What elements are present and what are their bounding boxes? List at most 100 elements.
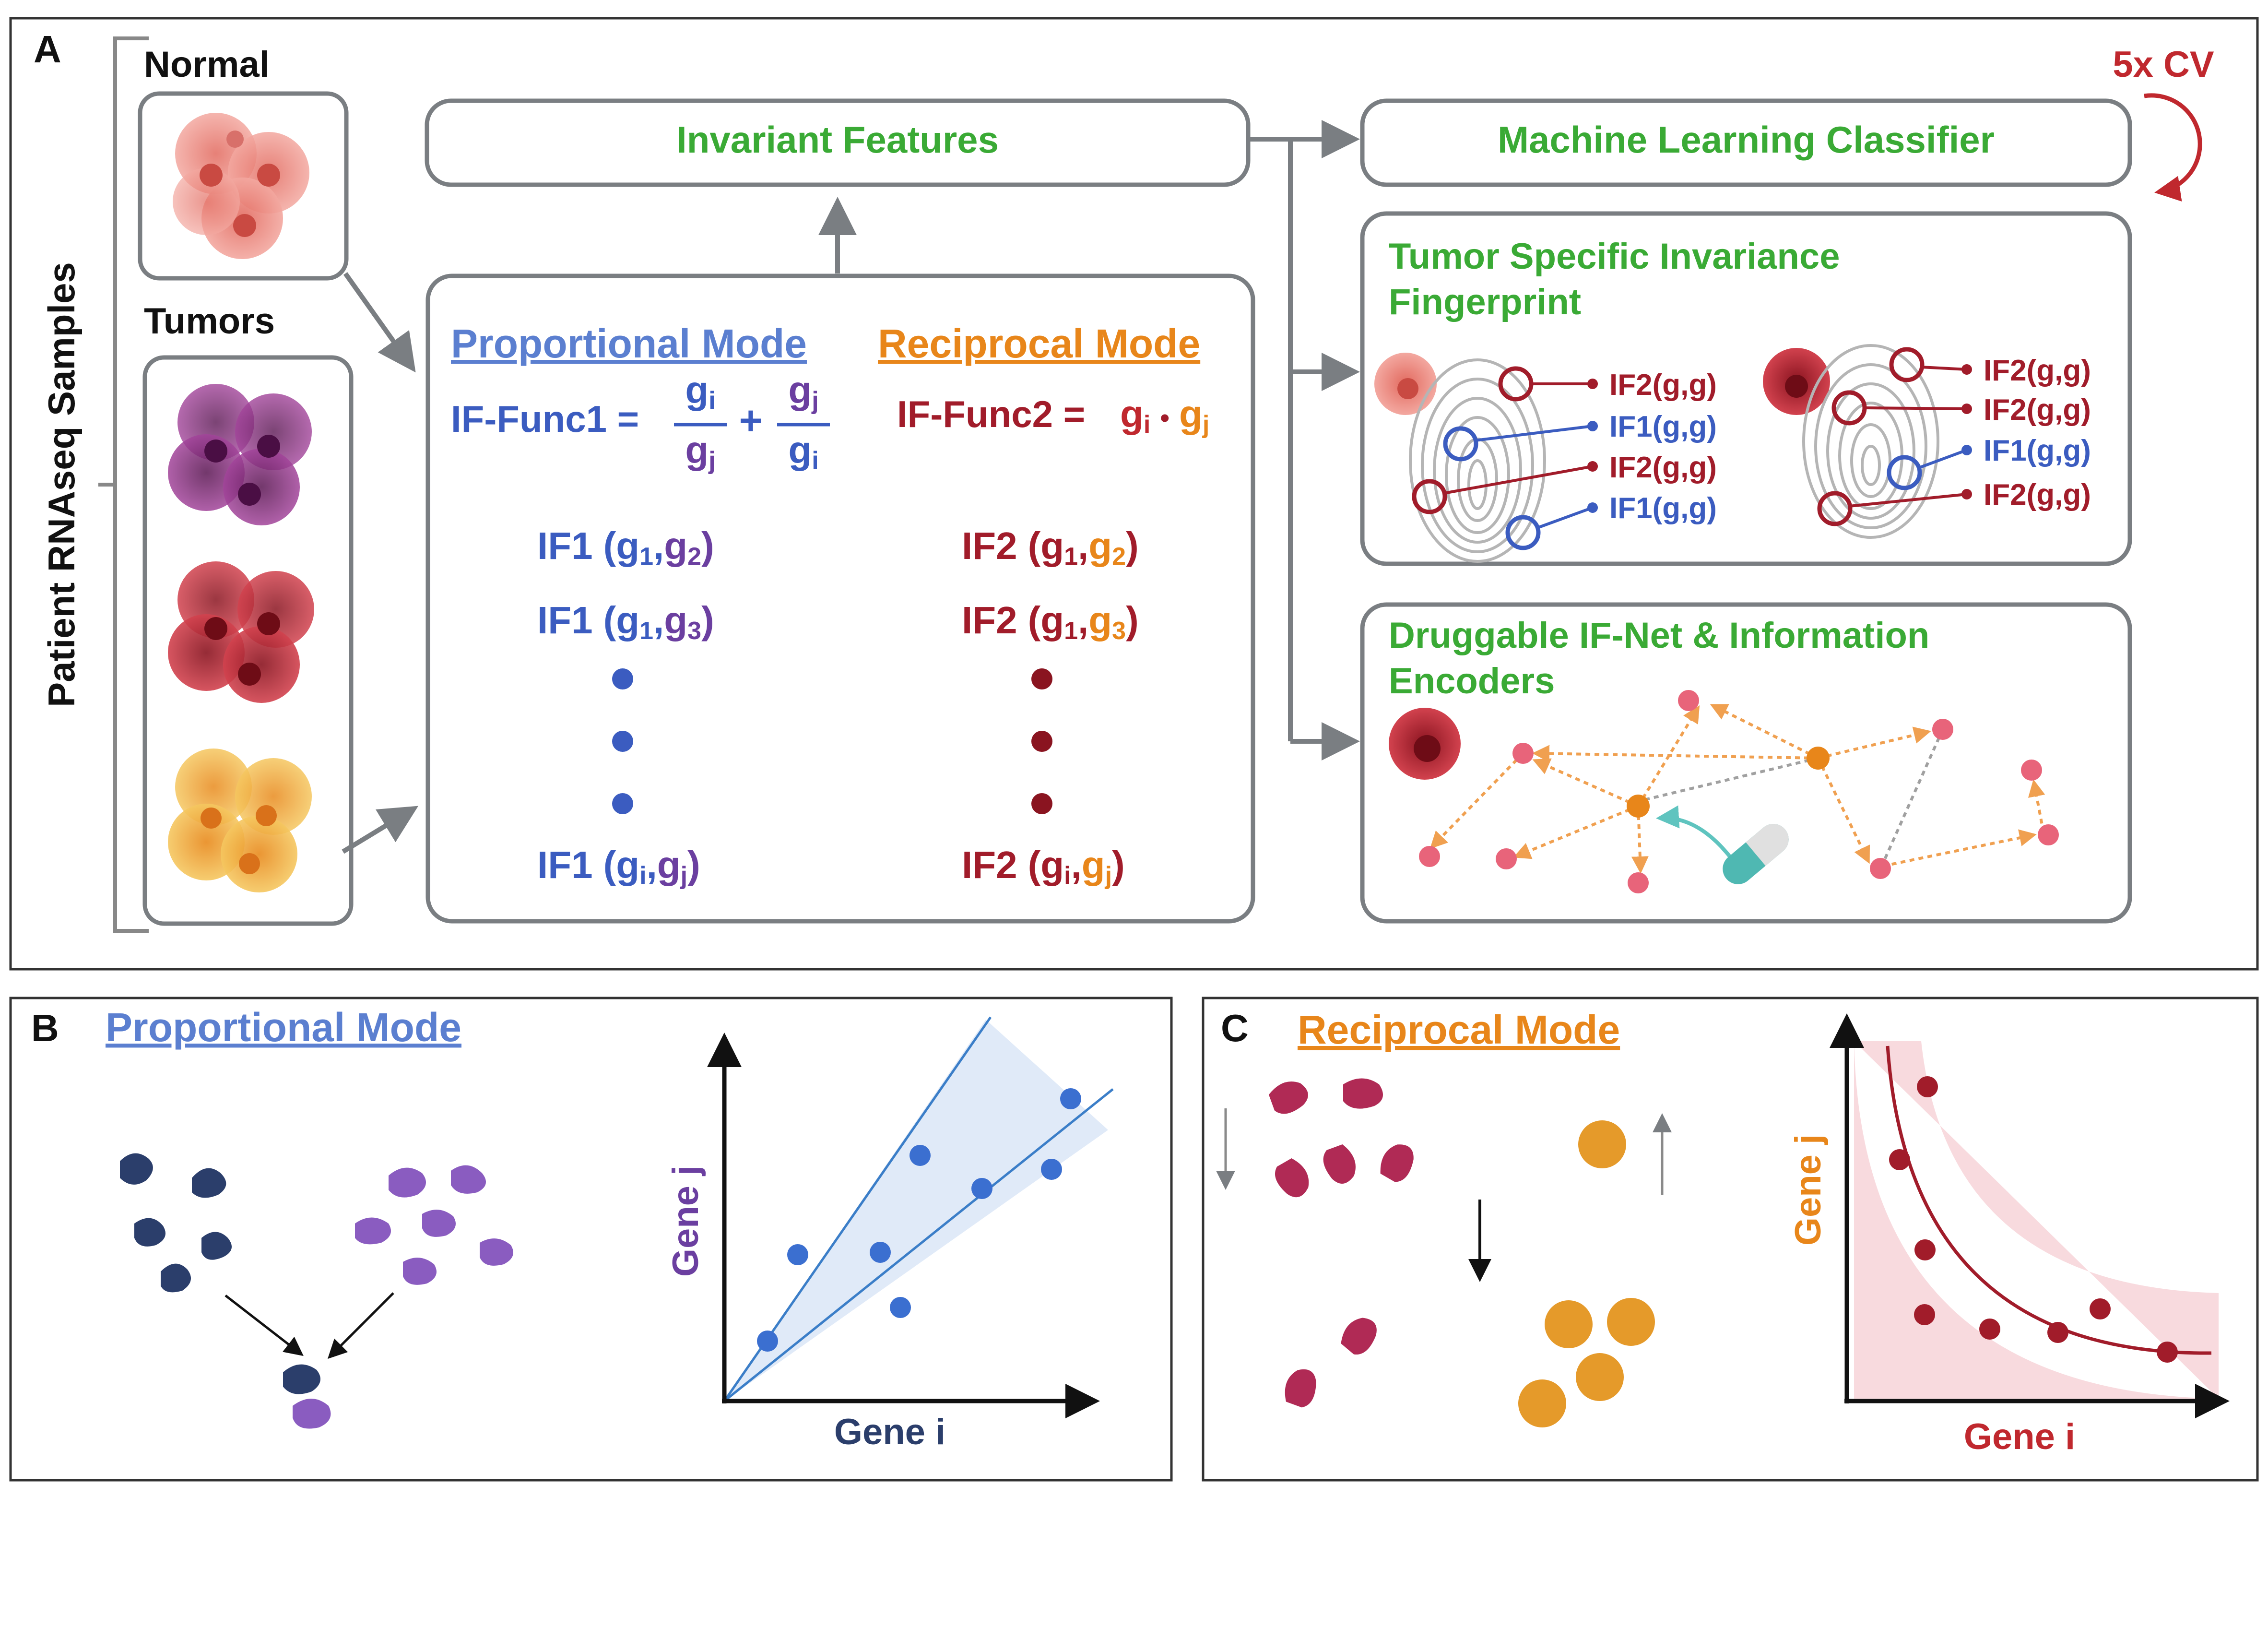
fp-left-label-4: IF1(g,g): [1609, 492, 1717, 525]
if2-ellipsis-dot: [1031, 731, 1052, 752]
arrow-tumors-to-modes: [342, 806, 419, 854]
func2-expression: gi•gj: [1120, 392, 1209, 439]
fingerprint-left: [1374, 353, 1598, 563]
orange-protein: [1518, 1379, 1566, 1427]
reciprocal-curve: [1886, 1046, 2212, 1355]
func2-label: IF-Func2 =: [897, 393, 1085, 435]
modes-box: [425, 273, 1255, 924]
panel-c: C Reciprocal Mode: [1202, 997, 2259, 1482]
if2-gi-gj: IF2(gi,gj): [962, 844, 1125, 890]
ml-classifier-box: [1360, 98, 2132, 187]
func1-fraction-1: gi gj: [674, 368, 727, 475]
side-bracket: [98, 36, 149, 933]
fp-left-label-1: IF2(g,g): [1609, 368, 1717, 402]
reciprocal-points: [1889, 1076, 2178, 1363]
proportional-lower-line: [723, 1088, 1114, 1402]
arrow-dark-to-complex: [224, 1295, 304, 1356]
reciprocal-chart: Gene i Gene j: [1788, 1013, 2230, 1457]
side-label: Patient RNAseq Samples: [40, 262, 83, 707]
proportional-point: [787, 1244, 808, 1265]
proportional-points: [757, 1088, 1081, 1352]
proportional-point: [757, 1331, 778, 1352]
tumors-label: Tumors: [144, 301, 275, 342]
proportional-ylabel: Gene j: [665, 1165, 706, 1277]
panel-a-frame: [9, 17, 2259, 971]
if1-ellipsis-dot: [612, 668, 633, 689]
fingerprint-title-1: Tumor Specific Invariance: [1389, 236, 1840, 277]
crimson-proteins-bottom: [1285, 1318, 1377, 1408]
druggable-title-1: Druggable IF-Net & Information: [1389, 615, 1929, 656]
ml-classifier-label: Machine Learning Classifier: [1498, 119, 1995, 161]
svg-text:gj: gj: [788, 368, 818, 415]
fp-right-label-1: IF2(g,g): [1984, 354, 2091, 387]
orange-protein: [1545, 1300, 1593, 1348]
if1-ellipsis-dot: [612, 793, 633, 814]
pill-icon: [1656, 805, 1789, 884]
if1-g1-g3: IF1(g1,g3): [537, 599, 714, 645]
if2-g1-g3: IF2(g1,g3): [962, 599, 1139, 645]
crimson-proteins-top: [1268, 1078, 1414, 1198]
reciprocal-ylabel: Gene j: [1788, 1134, 1829, 1246]
cv-cycle-arrow: [2144, 93, 2202, 202]
proportional-point: [971, 1178, 992, 1199]
fp-right-label-3: IF1(g,g): [1984, 434, 2091, 467]
panel-c-letter: C: [1221, 1007, 1249, 1049]
proportional-point: [890, 1297, 911, 1318]
proportional-point: [1060, 1088, 1081, 1109]
reciprocal-point: [1914, 1239, 1936, 1260]
dark-proteins: [120, 1153, 232, 1293]
reciprocal-mode-heading: Reciprocal Mode: [878, 321, 1200, 366]
if2-ellipsis-dot: [1031, 793, 1052, 814]
fp-left-label-3: IF2(g,g): [1609, 451, 1717, 484]
fingerprint-right: [1763, 344, 1972, 539]
fingerprint-box: [1360, 211, 2132, 566]
panel-a: A Patient RNAseq Samples Normal Tumors: [9, 17, 2259, 971]
proportional-point: [870, 1242, 891, 1263]
panel-b-title: Proportional Mode: [106, 1005, 461, 1050]
arrow-purple-to-complex: [327, 1292, 394, 1359]
if-network-nodes: [1419, 690, 2059, 893]
normal-cell-cluster: [173, 113, 309, 259]
reciprocal-point: [1914, 1304, 1935, 1325]
reciprocal-point: [1889, 1149, 1910, 1170]
normal-label: Normal: [144, 44, 270, 85]
invariant-features-box: [425, 98, 1251, 187]
branch-connector: [1248, 120, 1360, 761]
tumor-cluster-yellow: [168, 749, 312, 892]
reciprocal-point: [2090, 1298, 2111, 1319]
fp-right-label-4: IF2(g,g): [1984, 478, 2091, 511]
druggable-title-2: Encoders: [1389, 661, 1555, 701]
protein-complex: [283, 1364, 331, 1429]
fingerprint-title-2: Fingerprint: [1389, 282, 1581, 322]
if1-ellipsis-dot: [612, 731, 633, 752]
svg-text:gi: gi: [685, 368, 715, 415]
tumor-cluster-red: [168, 561, 314, 703]
func1-fraction-2: gj gi: [777, 368, 830, 475]
proportional-point: [910, 1145, 931, 1166]
svg-text:gj: gj: [685, 428, 715, 475]
tumor-cluster-purple: [168, 384, 312, 525]
panel-b-frame: [9, 997, 1173, 1482]
reciprocal-xlabel: Gene i: [1964, 1416, 2075, 1457]
druggable-tumor-cell: [1389, 708, 1461, 780]
orange-protein: [1576, 1353, 1624, 1401]
proportional-band: [724, 1020, 1108, 1401]
reciprocal-point: [1917, 1076, 1938, 1097]
orange-protein: [1578, 1120, 1626, 1168]
panel-b-letter: B: [31, 1007, 59, 1049]
panel-b: B Proportional Mode: [9, 997, 1173, 1482]
if2-g1-g2: IF2(g1,g2): [962, 524, 1139, 570]
reciprocal-point: [1979, 1319, 2000, 1340]
panel-c-title: Reciprocal Mode: [1298, 1007, 1620, 1052]
if1-g1-g2: IF1(g1,g2): [537, 524, 714, 570]
fp-left-label-2: IF1(g,g): [1609, 410, 1717, 443]
panel-a-letter: A: [34, 28, 61, 71]
reciprocal-point: [2157, 1342, 2178, 1363]
invariant-features-label: Invariant Features: [676, 119, 999, 161]
cv-label: 5x CV: [2113, 44, 2214, 85]
arrow-normal-to-modes: [343, 272, 416, 373]
orange-proteins: [1518, 1120, 1655, 1427]
reciprocal-band: [1854, 1041, 2219, 1399]
proportional-point: [1041, 1159, 1062, 1180]
func1-plus: +: [739, 398, 762, 443]
